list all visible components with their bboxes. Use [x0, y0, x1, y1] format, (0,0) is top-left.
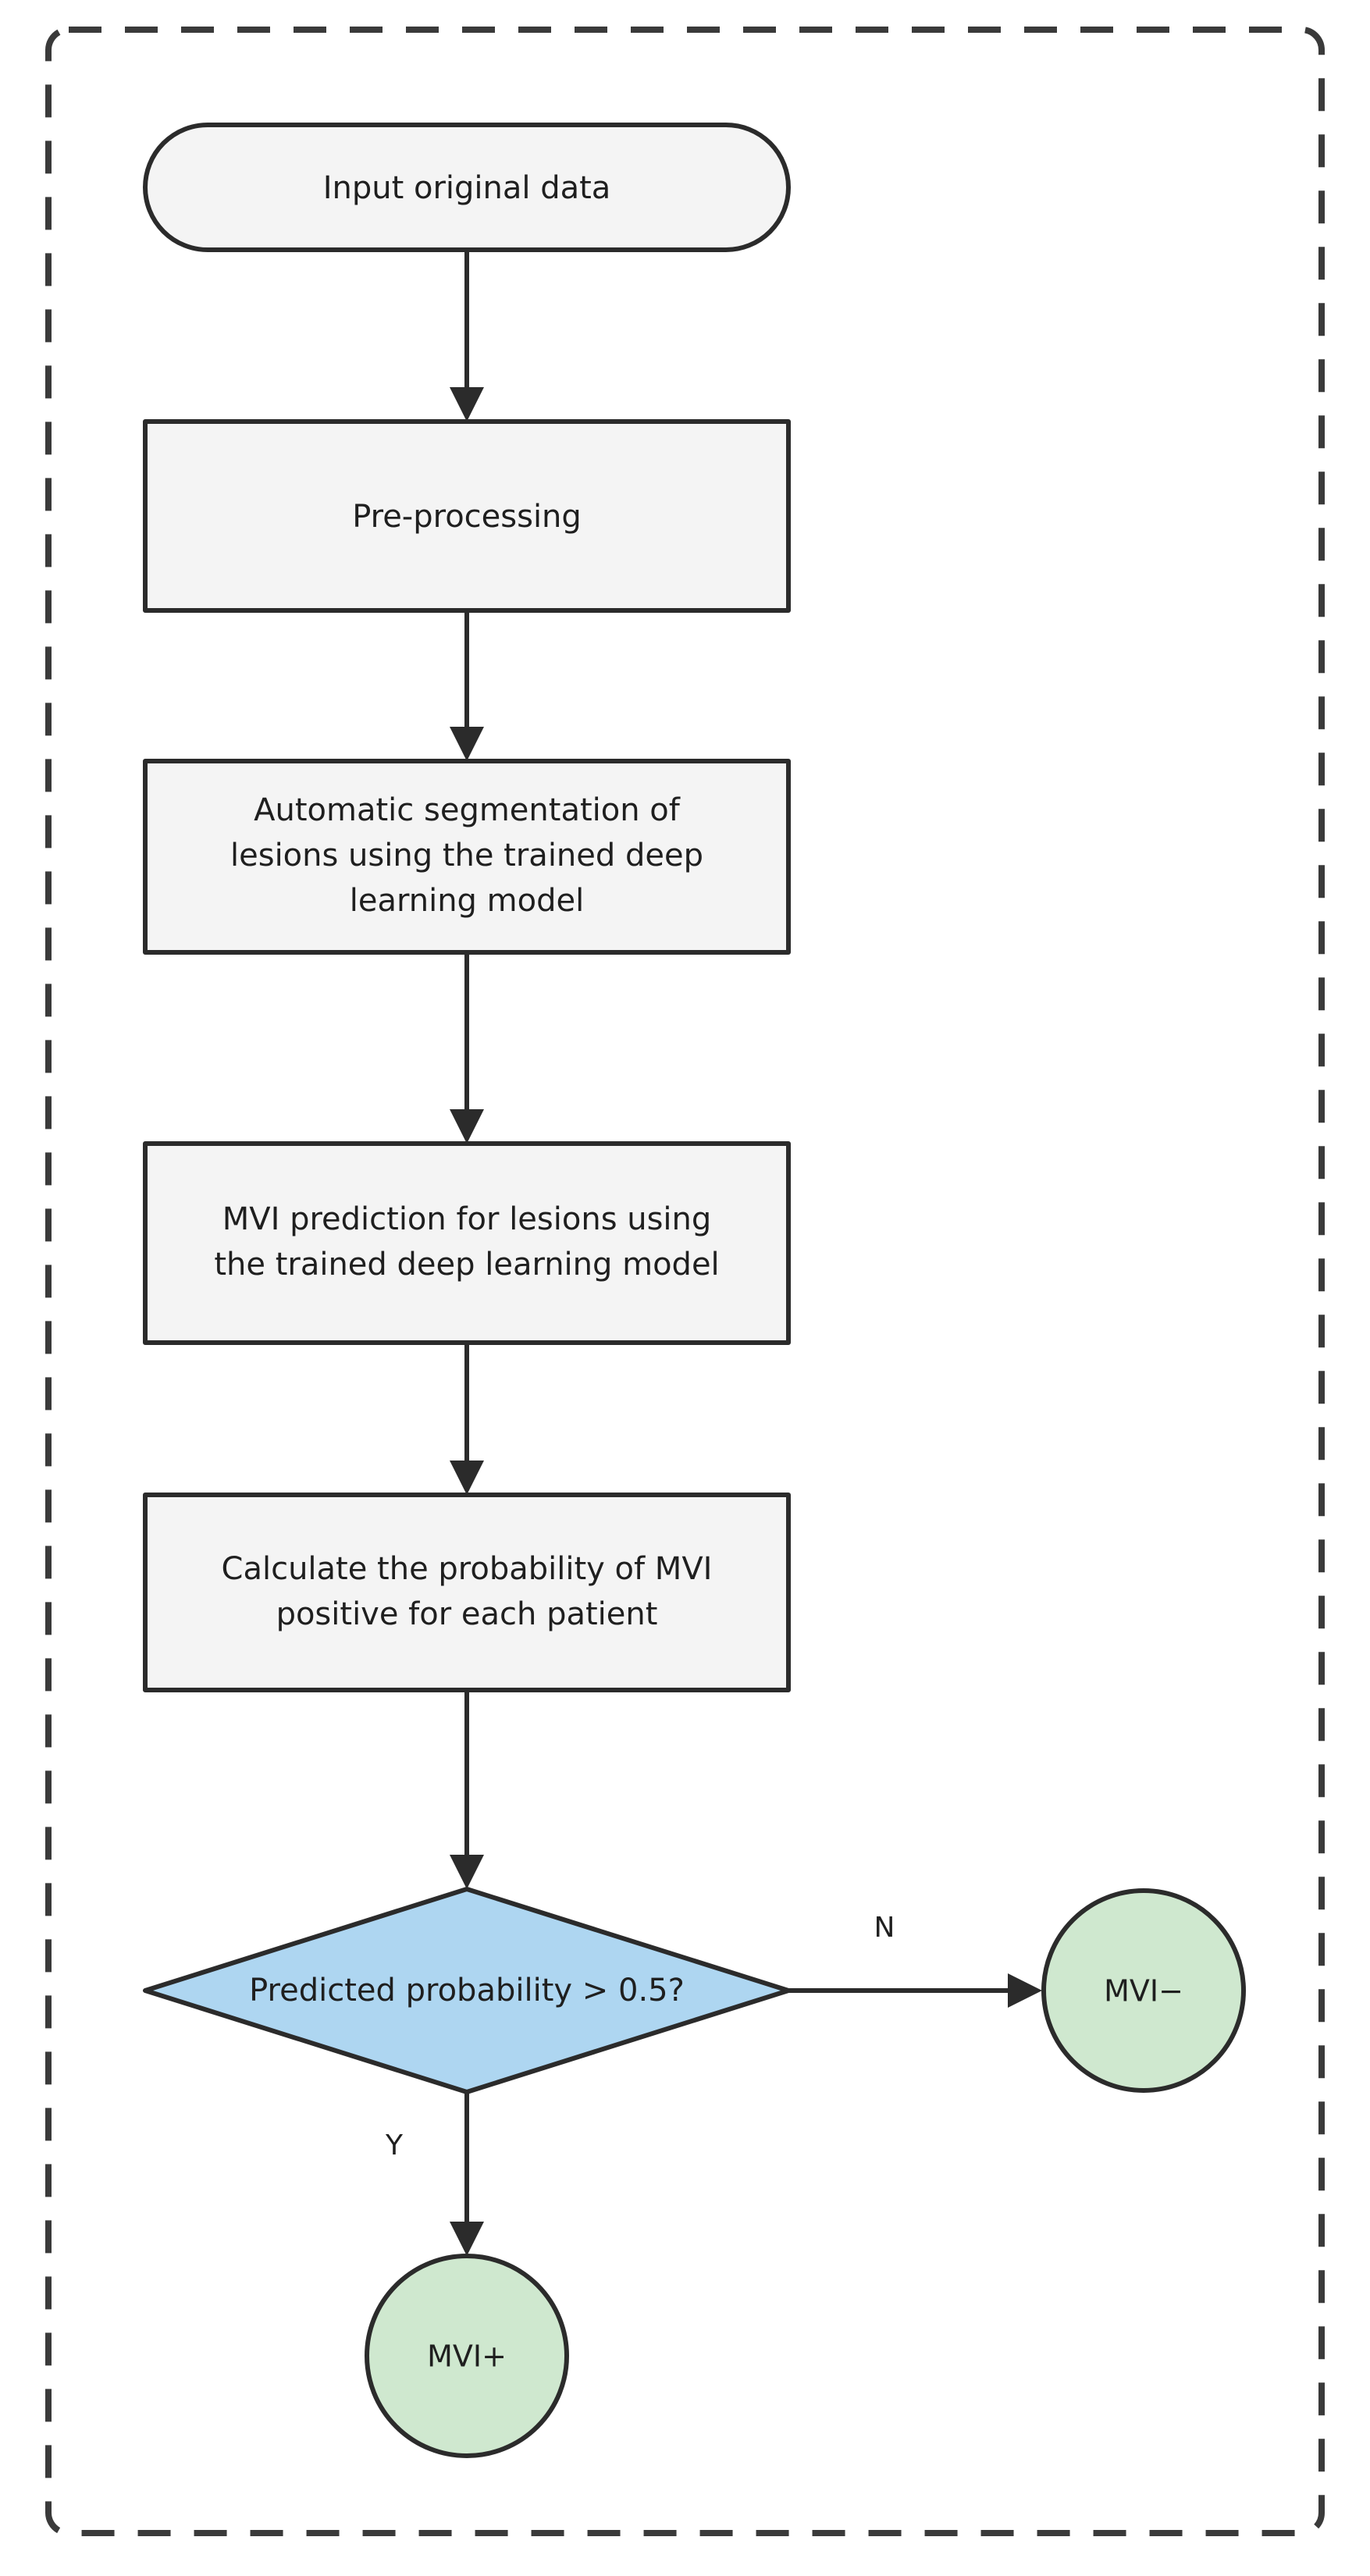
pre-processing-label: Pre-processing — [352, 499, 582, 535]
pre-processing-shape[interactable] — [143, 419, 791, 613]
decision-diamond-shape[interactable] — [143, 1887, 791, 2094]
connector-prediction-to-probability — [450, 1343, 484, 1495]
dashed-container-frame — [45, 27, 1325, 2536]
node-decision-predicted-probability[interactable]: Predicted probability > 0.5? — [143, 1887, 791, 2094]
node-calculate-probability[interactable]: Calculate the probability of MVI positiv… — [143, 1493, 791, 1692]
calculate-probability-label-line1: Calculate the probability of MVI — [222, 1551, 713, 1587]
mvi-prediction-label-line1: MVI prediction for lesions using — [222, 1201, 712, 1237]
automatic-segmentation-label-line1: Automatic segmentation of — [254, 792, 681, 828]
node-mvi-prediction[interactable]: MVI prediction for lesions using the tra… — [143, 1141, 791, 1345]
mvi-prediction-label-line2: the trained deep learning model — [214, 1247, 719, 1283]
node-pre-processing[interactable]: Pre-processing — [143, 419, 791, 613]
automatic-segmentation-shape[interactable] — [143, 759, 791, 955]
edge-label-yes: Y — [385, 2129, 404, 2161]
connector-segmentation-to-prediction — [450, 952, 484, 1144]
connector-decision-to-mvi-positive — [450, 2092, 484, 2256]
mvi-positive-label: MVI+ — [427, 2339, 507, 2374]
input-original-data-label: Input original data — [323, 170, 611, 206]
connector-probability-to-decision — [450, 1690, 484, 1889]
calculate-probability-shape[interactable] — [143, 1493, 791, 1692]
decision-diamond-label: Predicted probability > 0.5? — [249, 1973, 685, 2008]
mvi-positive-shape[interactable] — [365, 2254, 569, 2458]
mvi-negative-label: MVI− — [1104, 1974, 1183, 2008]
connector-decision-to-mvi-negative — [788, 1973, 1042, 2008]
connector-preprocess-to-segmentation — [450, 610, 484, 761]
mvi-negative-shape[interactable] — [1041, 1888, 1246, 2093]
node-input-original-data[interactable]: Input original data — [143, 123, 791, 252]
automatic-segmentation-label-line3: learning model — [350, 883, 584, 919]
mvi-prediction-shape[interactable] — [143, 1141, 791, 1345]
node-mvi-negative[interactable]: MVI− — [1041, 1888, 1246, 2093]
edge-label-no: N — [874, 1912, 895, 1944]
automatic-segmentation-label-line2: lesions using the trained deep — [230, 838, 703, 873]
input-original-data-shape[interactable] — [143, 123, 791, 252]
calculate-probability-label-line2: positive for each patient — [276, 1596, 658, 1632]
node-mvi-positive[interactable]: MVI+ — [365, 2254, 569, 2458]
node-automatic-segmentation[interactable]: Automatic segmentation of lesions using … — [143, 759, 791, 955]
connector-input-to-preprocess — [450, 250, 484, 422]
